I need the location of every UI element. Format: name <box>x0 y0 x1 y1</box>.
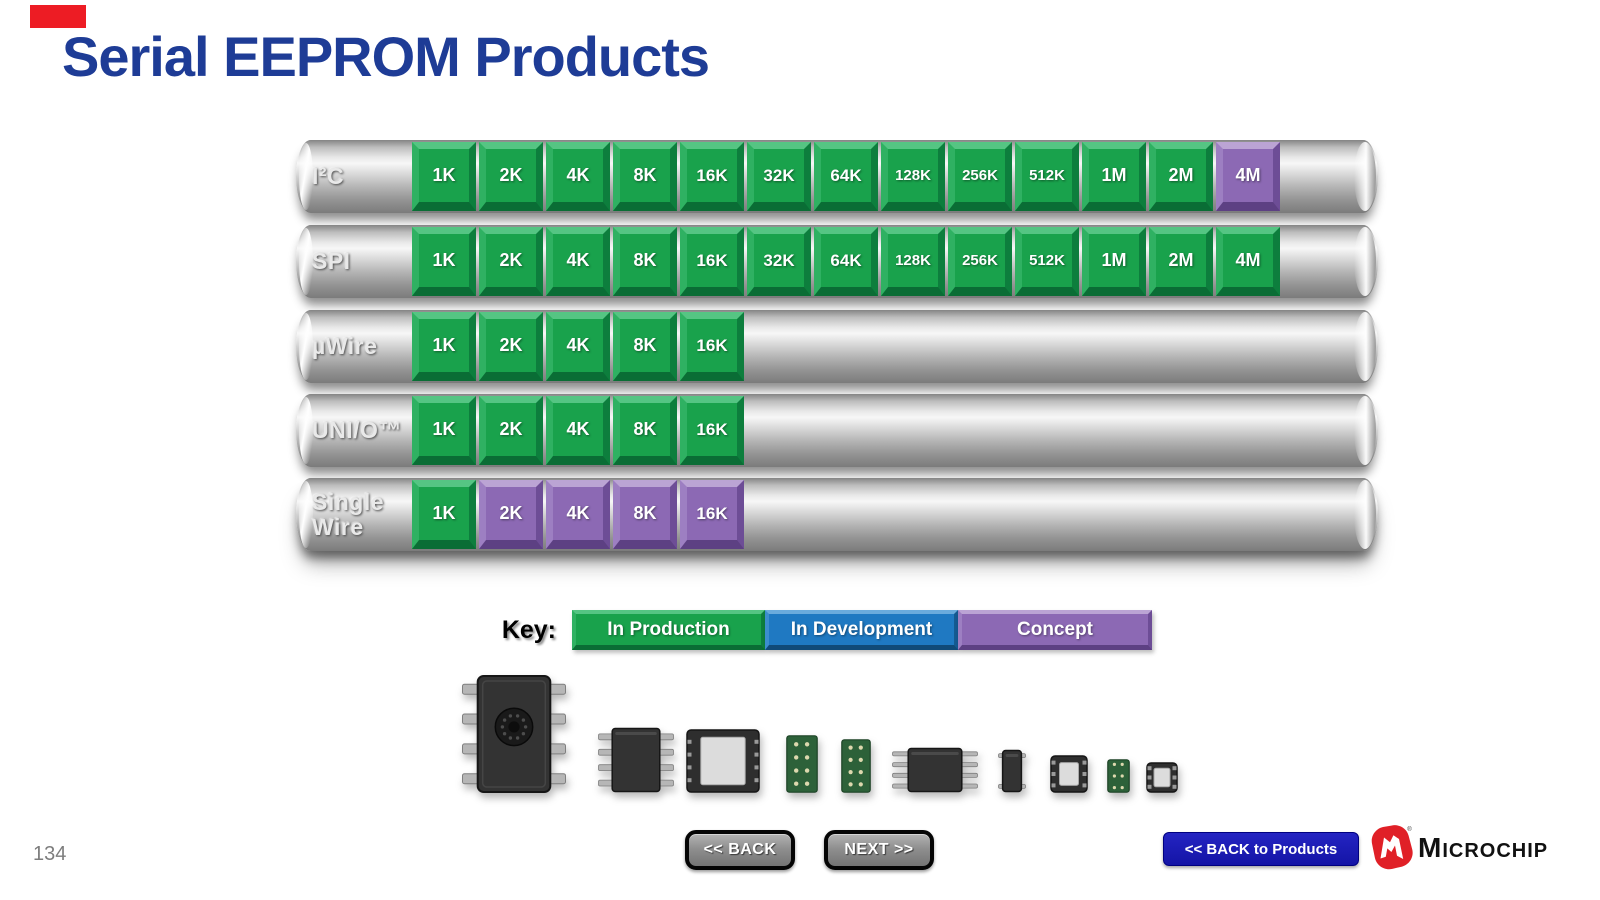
capacity-block-i2c-512K: 512K <box>1015 142 1079 211</box>
capacity-block-spi-1K: 1K <box>412 227 476 296</box>
row-uwire-label: µWire <box>312 333 378 360</box>
capacity-block-spi-8K: 8K <box>613 227 677 296</box>
row-i2c-label: I²C <box>312 163 345 190</box>
capacity-block-uwire-4K: 4K <box>546 312 610 381</box>
capacity-block-unio-16K: 16K <box>680 396 744 465</box>
capacity-block-single-wire-2K: 2K <box>479 480 543 549</box>
capacity-block-spi-128K: 128K <box>881 227 945 296</box>
capacity-block-i2c-4M: 4M <box>1216 142 1280 211</box>
capacity-block-i2c-2K: 2K <box>479 142 543 211</box>
soic-8-package <box>598 727 674 798</box>
legend-label: Key: <box>501 615 556 644</box>
capacity-block-single-wire-1K: 1K <box>412 480 476 549</box>
pdip-8-package <box>462 675 567 798</box>
capacity-block-spi-64K: 64K <box>814 227 878 296</box>
capacity-block-i2c-16K: 16K <box>680 142 744 211</box>
capacity-block-i2c-1M: 1M <box>1082 142 1146 211</box>
legend-item-concept: Concept <box>958 610 1152 650</box>
capacity-block-spi-256K: 256K <box>948 227 1012 296</box>
microchip-logo: ® Microchip <box>1368 824 1548 872</box>
capacity-block-i2c-256K: 256K <box>948 142 1012 211</box>
capacity-block-single-wire-4K: 4K <box>546 480 610 549</box>
pcb-tiny-package <box>1107 759 1130 798</box>
legend-item-development: In Development <box>765 610 958 650</box>
msop-8-package <box>892 747 978 798</box>
capacity-block-unio-2K: 2K <box>479 396 543 465</box>
capacity-block-spi-512K: 512K <box>1015 227 1079 296</box>
capacity-block-i2c-4K: 4K <box>546 142 610 211</box>
capacity-block-unio-4K: 4K <box>546 396 610 465</box>
row-single-wire-label: Single Wire <box>312 489 385 540</box>
capacity-block-spi-2M: 2M <box>1149 227 1213 296</box>
csp-module-package <box>786 735 818 798</box>
accent-bar <box>30 5 86 28</box>
capacity-block-unio-1K: 1K <box>412 396 476 465</box>
capacity-block-spi-16K: 16K <box>680 227 744 296</box>
capacity-block-i2c-64K: 64K <box>814 142 878 211</box>
capacity-block-uwire-1K: 1K <box>412 312 476 381</box>
capacity-block-uwire-8K: 8K <box>613 312 677 381</box>
capacity-block-i2c-8K: 8K <box>613 142 677 211</box>
capacity-block-spi-4K: 4K <box>546 227 610 296</box>
page-title: Serial EEPROM Products <box>62 25 710 88</box>
capacity-block-i2c-32K: 32K <box>747 142 811 211</box>
next-button[interactable]: NEXT >> <box>824 830 934 870</box>
back-button[interactable]: << BACK <box>685 830 795 870</box>
capacity-block-i2c-2M: 2M <box>1149 142 1213 211</box>
legend-item-production: In Production <box>572 610 765 650</box>
capacity-block-spi-32K: 32K <box>747 227 811 296</box>
capacity-block-spi-4M: 4M <box>1216 227 1280 296</box>
sot-23-package <box>998 749 1026 798</box>
capacity-block-spi-2K: 2K <box>479 227 543 296</box>
back-to-products-button[interactable]: << BACK to Products <box>1163 832 1359 866</box>
capacity-block-single-wire-8K: 8K <box>613 480 677 549</box>
microchip-logo-icon: ® <box>1371 825 1413 870</box>
capacity-block-uwire-2K: 2K <box>479 312 543 381</box>
csp-module-small-package <box>841 739 871 798</box>
row-unio-label: UNI/O™ <box>312 417 402 444</box>
microchip-logo-text: Microchip <box>1418 832 1549 863</box>
capacity-block-i2c-1K: 1K <box>412 142 476 211</box>
capacity-block-spi-1M: 1M <box>1082 227 1146 296</box>
svg-text:®: ® <box>1407 826 1412 833</box>
dfn-tiny-package <box>1146 762 1178 798</box>
capacity-block-i2c-128K: 128K <box>881 142 945 211</box>
capacity-block-single-wire-16K: 16K <box>680 480 744 549</box>
row-spi-label: SPI <box>312 248 351 275</box>
capacity-block-unio-8K: 8K <box>613 396 677 465</box>
capacity-block-uwire-16K: 16K <box>680 312 744 381</box>
dfn-8-package <box>686 729 760 798</box>
tdfn-package <box>1050 755 1088 798</box>
page-number: 134 <box>33 843 67 865</box>
